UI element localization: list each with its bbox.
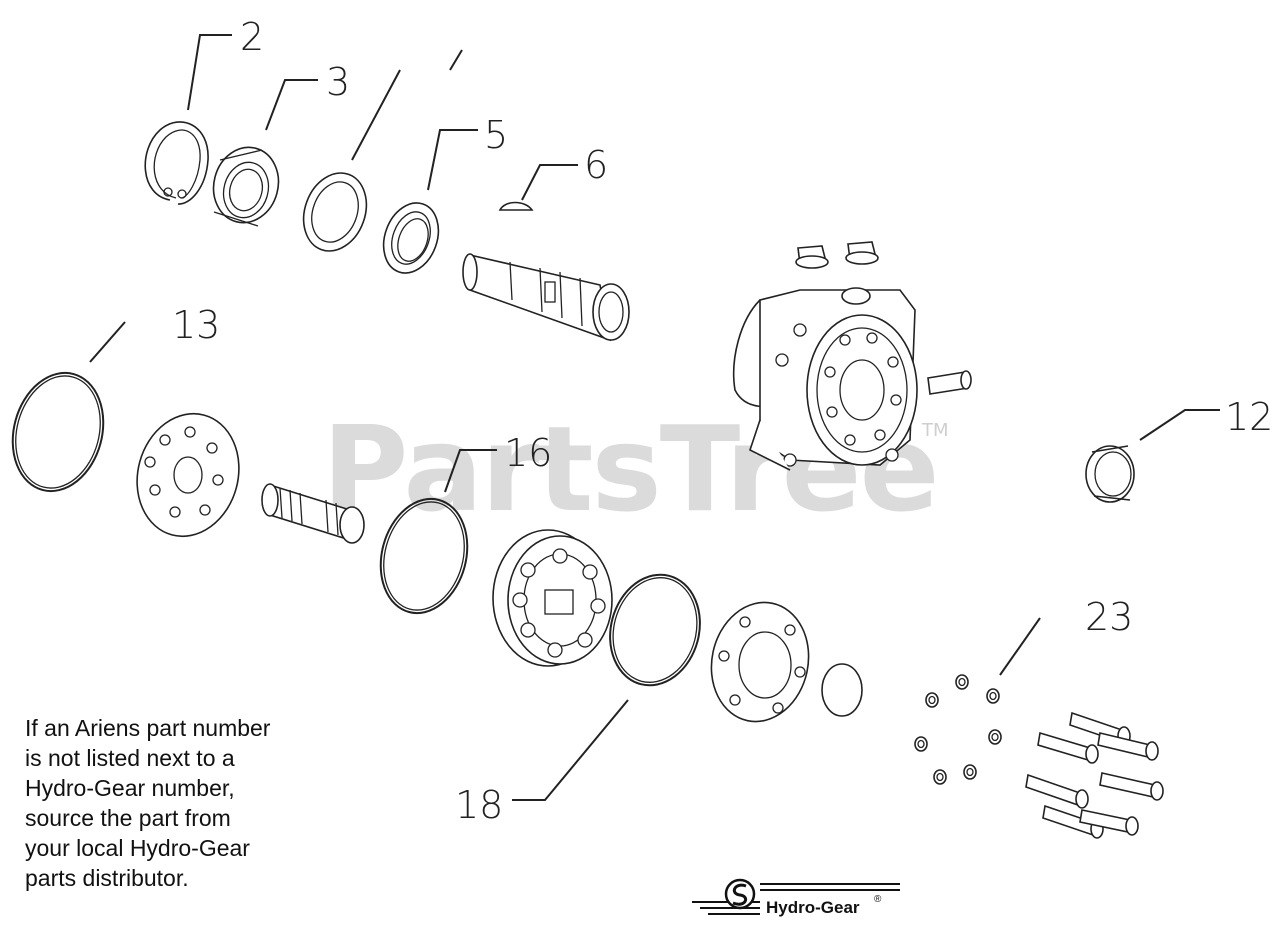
leader-16 [444, 449, 497, 493]
part-13-o-ring[interactable] [0, 363, 116, 502]
part-16-o-ring[interactable] [368, 489, 479, 623]
callout-18: 18 [455, 783, 503, 827]
leader-6 [521, 164, 578, 201]
callout-23: 23 [1085, 595, 1133, 639]
leader-13 [89, 321, 126, 363]
part-plug-disc[interactable] [821, 663, 863, 717]
part-geroler-rotor[interactable] [492, 529, 613, 667]
note-line: If an Ariens part number [25, 715, 271, 741]
leader-4 [351, 69, 401, 161]
part-6-key[interactable] [498, 201, 534, 211]
part-motor-housing[interactable] [732, 287, 918, 471]
sourcing-note: If an Ariens part number is not listed n… [25, 713, 325, 893]
callout-2: 2 [240, 15, 264, 59]
callout-16: 16 [504, 431, 552, 475]
leader-12 [1139, 409, 1220, 441]
part-3-bearing[interactable] [205, 140, 286, 230]
note-line: parts distributor. [25, 865, 189, 891]
callout-6: 6 [584, 143, 608, 187]
leader-18 [512, 699, 629, 801]
part-2-retaining-ring[interactable] [144, 121, 209, 205]
leader-3 [265, 79, 318, 131]
part-splined-shaft[interactable] [261, 483, 365, 544]
callout-5: 5 [484, 113, 508, 157]
part-18-o-ring[interactable] [598, 565, 712, 696]
leader-5 [427, 129, 478, 191]
part-end-cap[interactable] [701, 593, 820, 730]
part-port-plugs[interactable] [795, 241, 879, 269]
part-bolts[interactable] [1025, 711, 1164, 839]
part-bleed-fitting[interactable] [927, 370, 972, 395]
part-output-shaft[interactable] [462, 253, 630, 342]
leader-4-tail [449, 49, 463, 71]
leader-23 [999, 617, 1041, 676]
note-line: Hydro-Gear number, [25, 775, 235, 801]
note-line: is not listed next to a [25, 745, 235, 771]
part-5-seal[interactable] [374, 195, 447, 280]
logo-registered-mark: ® [874, 894, 882, 905]
part-4-washer[interactable] [293, 164, 377, 260]
note-line: source the part from [25, 805, 231, 831]
note-line: your local Hydro-Gear [25, 835, 250, 861]
watermark-tm: TM [921, 420, 949, 441]
callout-3: 3 [326, 60, 350, 104]
part-12-sleeve[interactable] [1085, 445, 1135, 503]
callout-12: 12 [1225, 395, 1273, 439]
hydro-gear-logo: Hydro-Gear ® [692, 878, 900, 917]
leader-2 [187, 34, 232, 111]
callout-13: 13 [172, 303, 220, 347]
part-valve-plate[interactable] [124, 402, 253, 548]
logo-text: Hydro-Gear [766, 898, 860, 917]
part-23-washers[interactable] [914, 674, 1002, 785]
